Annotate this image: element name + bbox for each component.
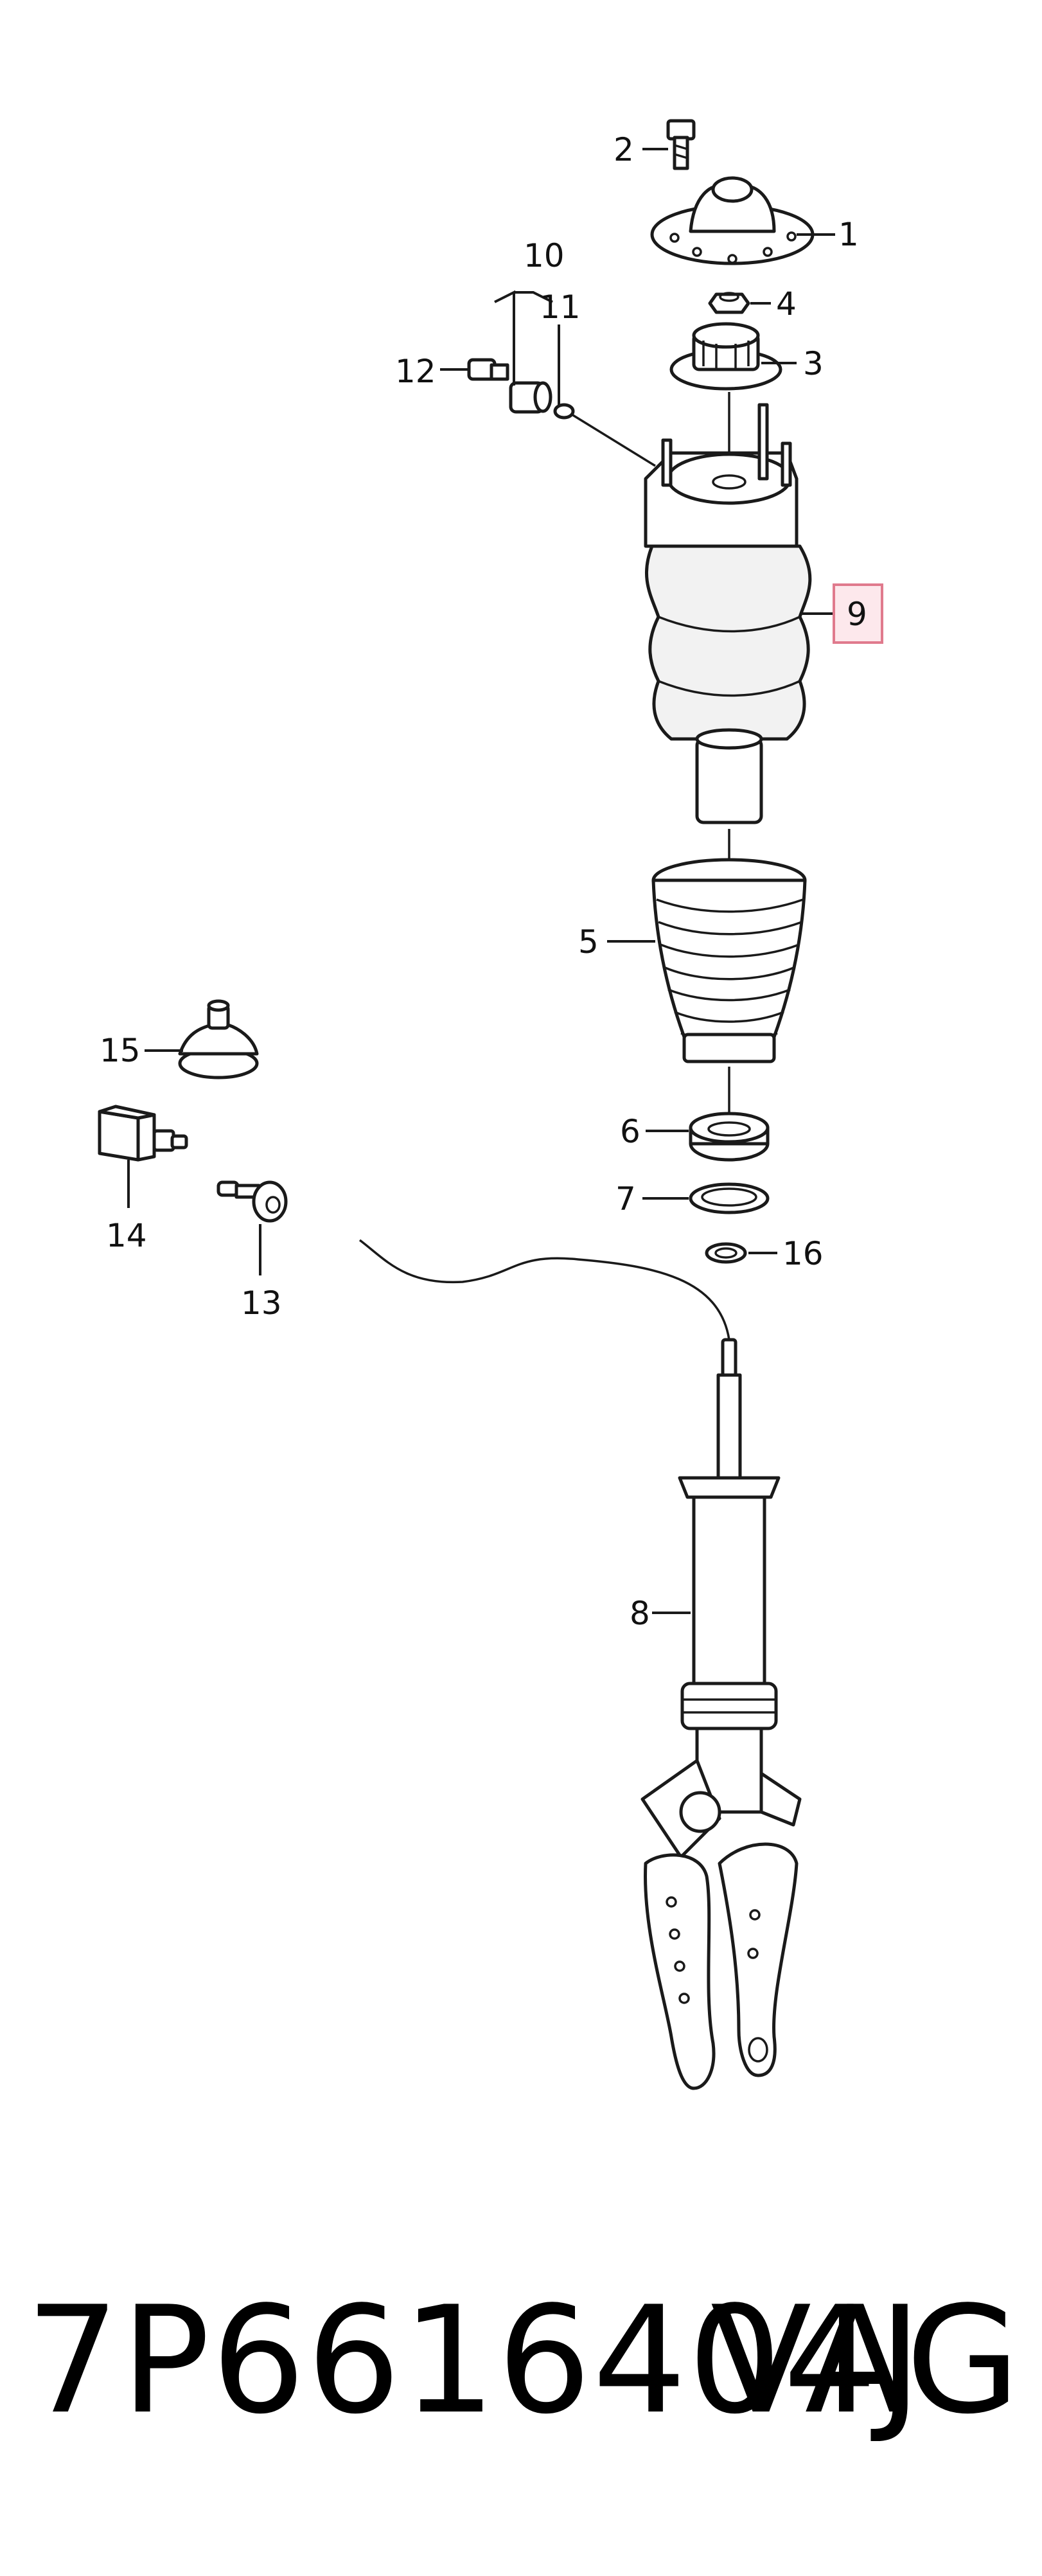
part-16-washer [705, 1242, 747, 1264]
part-12-fitting [467, 358, 509, 381]
callout-9: 9 [847, 596, 867, 633]
part-4-nut [708, 292, 750, 314]
brand-label: VAG [710, 2275, 1023, 2447]
part-5-dust-boot [651, 829, 807, 1063]
part-7-gasket [689, 1182, 770, 1214]
part-3-bearing [669, 322, 782, 391]
footer: 7P6616404J VAG [0, 2287, 1042, 2480]
part-number: 7P6616404J [26, 2275, 924, 2447]
callout-5: 5 [578, 923, 599, 961]
part-2-bolt [666, 119, 696, 170]
callout-13: 13 [241, 1284, 282, 1322]
callout-16: 16 [782, 1235, 824, 1272]
callout-4: 4 [776, 285, 797, 323]
part-6-ring-nut [689, 1067, 770, 1162]
part-15-cap [178, 999, 259, 1079]
highlight-box-9 [833, 583, 883, 644]
callout-15: 15 [100, 1032, 141, 1069]
part-14-sensor [98, 1105, 188, 1162]
exploded-parts-diagram: 1 2 3 4 5 6 7 8 9 10 11 12 13 14 15 16 [98, 119, 883, 2090]
sensor-cable [358, 1239, 730, 1340]
callout-1: 1 [838, 216, 859, 253]
part-10-valve [509, 381, 552, 414]
part-8-shock-absorber [640, 1338, 802, 2090]
part-11-o-ring [553, 403, 575, 420]
part-13-clip [216, 1180, 288, 1223]
callout-6: 6 [620, 1113, 640, 1150]
callout-3: 3 [803, 345, 824, 382]
part-9-air-spring [644, 403, 812, 824]
callout-14: 14 [106, 1217, 147, 1254]
callout-11: 11 [540, 289, 581, 326]
callout-2: 2 [614, 131, 634, 168]
part-1-top-mount [650, 176, 815, 265]
callout-8: 8 [630, 1595, 650, 1632]
callout-10: 10 [524, 237, 565, 274]
callout-7: 7 [615, 1180, 636, 1218]
callout-12: 12 [395, 353, 436, 390]
